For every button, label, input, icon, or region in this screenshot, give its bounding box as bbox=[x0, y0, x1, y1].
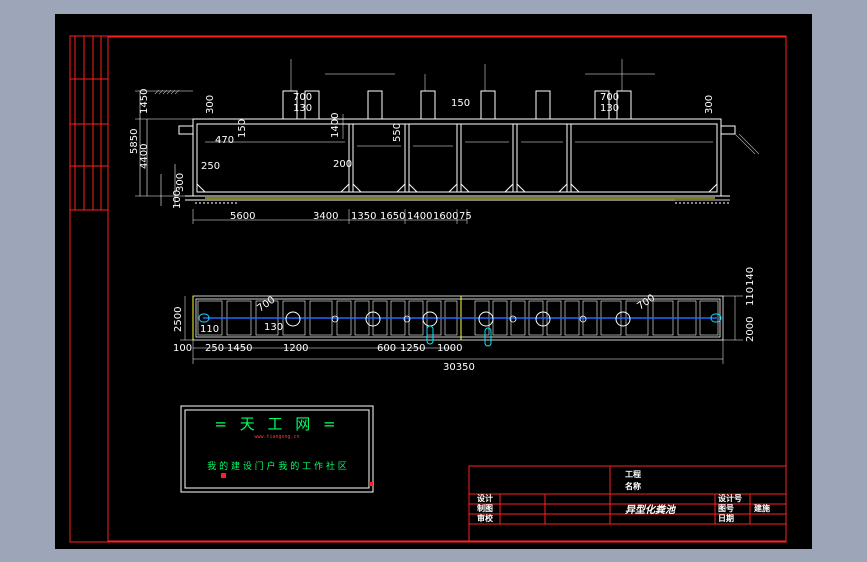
logo-box[interactable]: = 天 工 网 = www.tiangong.cn 我 的 建 设 门 户 我 … bbox=[180, 405, 374, 493]
dim-250-plan: 250 bbox=[205, 343, 224, 354]
dim-130-left: 130 bbox=[293, 103, 312, 114]
dim-150-mid: 150 bbox=[451, 98, 470, 109]
fittings bbox=[198, 313, 722, 347]
dim-3400: 3400 bbox=[313, 211, 338, 222]
dim-140: 140 bbox=[745, 267, 756, 286]
dim-total-30350: 30350 bbox=[443, 362, 475, 373]
drawing-no-label: 图号 bbox=[718, 504, 734, 513]
dim-100-plan: 100 bbox=[173, 343, 192, 354]
dim-1400-section: 1400 bbox=[330, 113, 341, 138]
dim-200: 200 bbox=[333, 159, 352, 170]
dim-300-left: 300 bbox=[205, 95, 216, 114]
section-view[interactable]: 5600 3400 1350 1650 1400 1600 75 1450 44… bbox=[129, 59, 760, 224]
drawing-no-value: 建施 bbox=[753, 503, 770, 513]
dim-5600: 5600 bbox=[230, 211, 255, 222]
dim-300-bottom: 300 bbox=[175, 173, 186, 192]
dim-130-right: 130 bbox=[600, 103, 619, 114]
inner-frame bbox=[107, 36, 787, 542]
dim-700-left: 700 bbox=[293, 92, 312, 103]
project-label-1: 工程 bbox=[625, 469, 641, 479]
dim-2500: 2500 bbox=[173, 307, 184, 332]
dim-110-right: 110 bbox=[745, 287, 756, 306]
dim-100: 100 bbox=[172, 190, 183, 209]
dim-110: 110 bbox=[200, 324, 219, 335]
check-label: 审校 bbox=[477, 513, 494, 523]
dim-150-small: 150 bbox=[237, 119, 248, 138]
drawing-canvas[interactable]: 5600 3400 1350 1650 1400 1600 75 1450 44… bbox=[55, 14, 812, 549]
logo-title: = 天 工 网 = bbox=[214, 415, 339, 433]
dim-300-right: 300 bbox=[704, 95, 715, 114]
logo-url: www.tiangong.cn bbox=[254, 434, 299, 440]
dim-700-a: 700 bbox=[255, 294, 277, 314]
draw-label: 制图 bbox=[477, 503, 493, 513]
dim-1650: 1650 bbox=[380, 211, 405, 222]
dim-1250-plan: 1250 bbox=[400, 343, 425, 354]
design-label: 设计 bbox=[477, 493, 493, 503]
manholes[interactable] bbox=[285, 311, 631, 327]
dim-1400: 1400 bbox=[407, 211, 432, 222]
dim-600-plan: 600 bbox=[377, 343, 396, 354]
cad-drawing: 5600 3400 1350 1650 1400 1600 75 1450 44… bbox=[69, 35, 787, 543]
project-label-2: 名称 bbox=[625, 481, 641, 491]
drawing-name: 异型化粪池 bbox=[625, 504, 677, 516]
dim-1200-plan: 1200 bbox=[283, 343, 308, 354]
dim-4400: 4400 bbox=[139, 144, 150, 169]
dim-1350: 1350 bbox=[351, 211, 376, 222]
design-no-label: 设计号 bbox=[718, 493, 742, 503]
dim-1450: 1450 bbox=[139, 89, 150, 114]
date-label: 日期 bbox=[718, 513, 734, 523]
dim-2000: 2000 bbox=[745, 317, 756, 342]
logo-slogan: 我 的 建 设 门 户 我 的 工 作 社 区 bbox=[207, 460, 346, 472]
logo-corner-icon bbox=[369, 482, 373, 486]
logo-marker-icon bbox=[221, 473, 226, 478]
dim-700-b: 700 bbox=[635, 292, 657, 312]
dim-1600: 1600 bbox=[433, 211, 458, 222]
title-block[interactable]: 工程 名称 异型化粪池 设计 制图 审校 设计号 图号 建施 日期 bbox=[468, 465, 787, 542]
dim-5850: 5850 bbox=[129, 129, 140, 154]
plan-view[interactable]: 2500 110 700 130 700 2000 110 140 100 25… bbox=[173, 267, 756, 373]
dim-130-plan: 130 bbox=[264, 322, 283, 333]
dim-1000-plan: 1000 bbox=[437, 343, 462, 354]
dim-700-right: 700 bbox=[600, 92, 619, 103]
dim-1450-plan: 1450 bbox=[227, 343, 252, 354]
dim-75: 75 bbox=[459, 211, 472, 222]
dim-470: 470 bbox=[215, 135, 234, 146]
dim-550: 550 bbox=[392, 123, 403, 142]
dim-250: 250 bbox=[201, 161, 220, 172]
binding-strip bbox=[70, 36, 108, 211]
